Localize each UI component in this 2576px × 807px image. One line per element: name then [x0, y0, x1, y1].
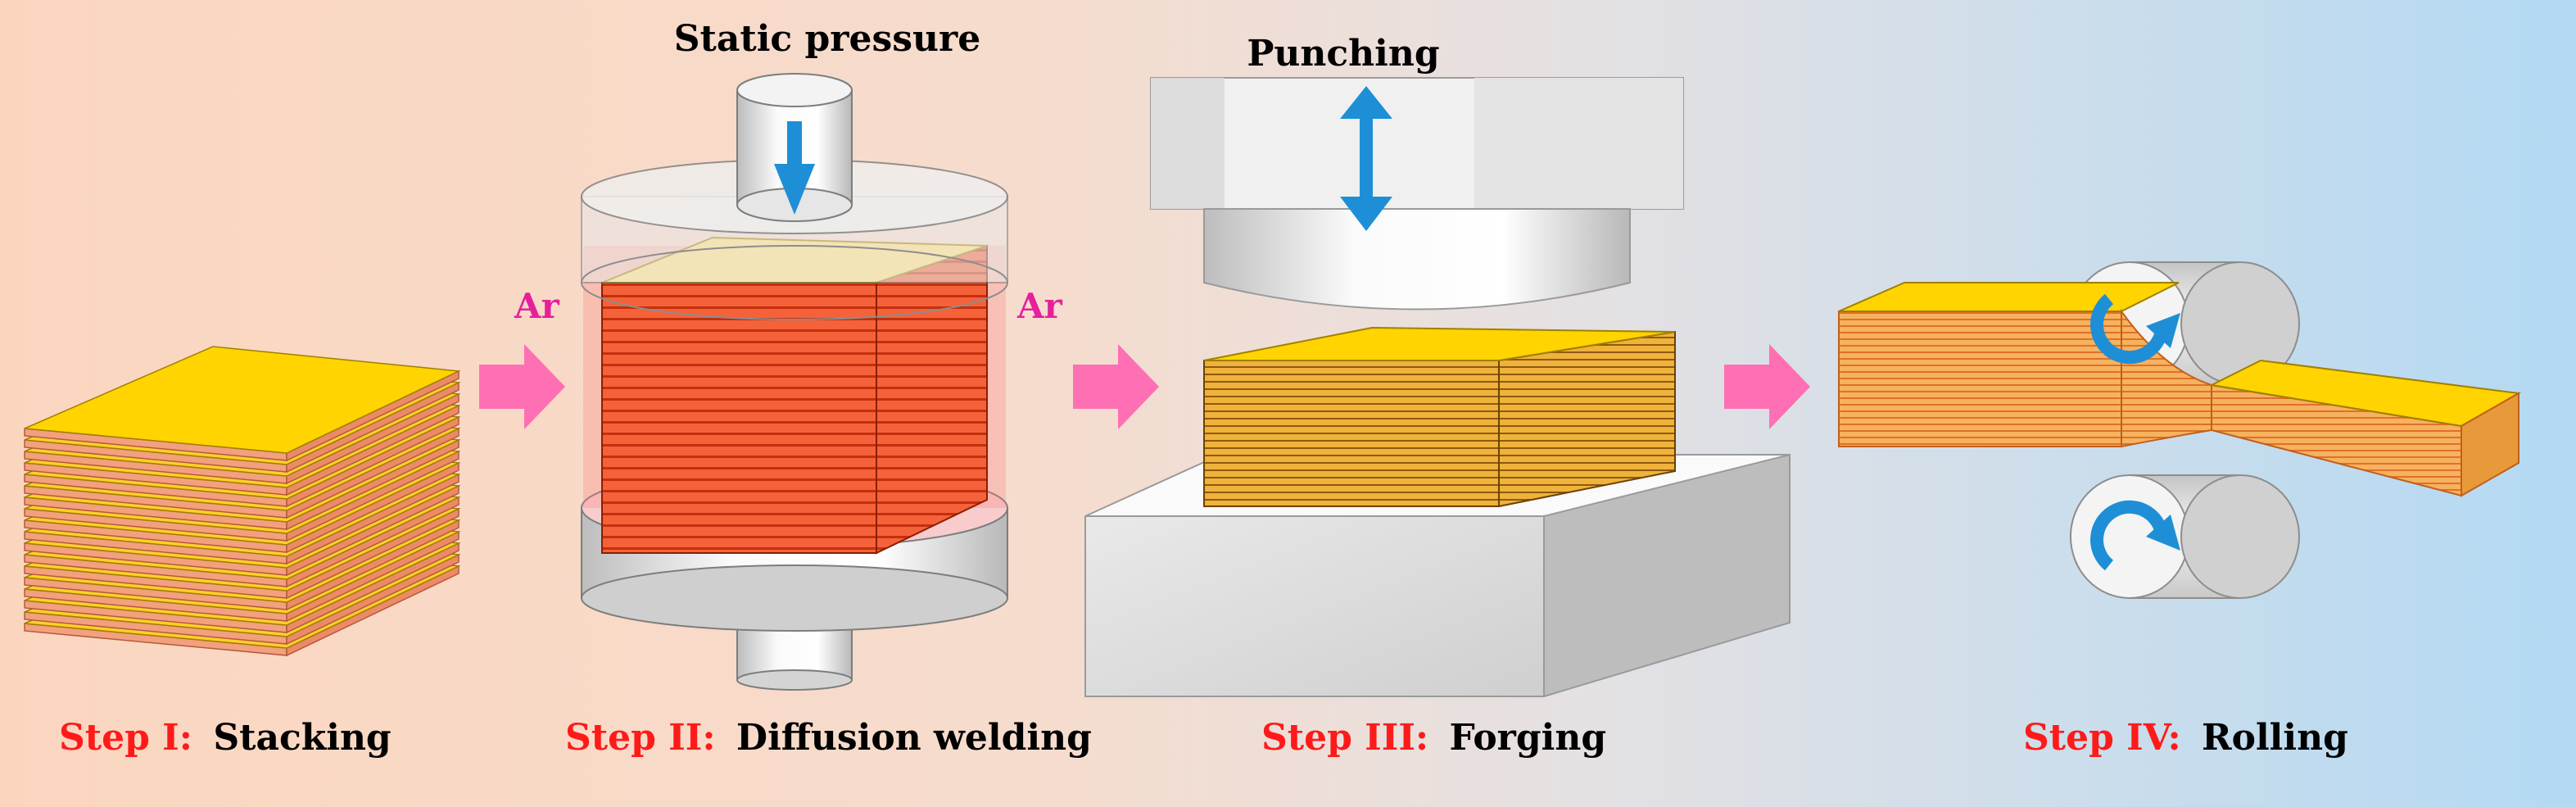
argon-label-left: Ar [514, 286, 560, 326]
rotate-arrow-icon [2090, 293, 2170, 365]
flow-arrow-icon [1073, 344, 1159, 429]
step-1-name: Stacking [213, 717, 391, 759]
forging-press [1084, 77, 1791, 698]
step-3-prefix: Step III: [1261, 717, 1428, 759]
rotate-arrow-icon [2090, 500, 2170, 571]
punching-label: Punching [1247, 33, 1439, 75]
step-2-caption: Step II: Diffusion welding [565, 717, 1092, 759]
rolling-mill [1838, 261, 2522, 599]
step-4-prefix: Step IV: [2023, 717, 2181, 759]
argon-label-right: Ar [1016, 286, 1063, 326]
diffusion-welding-press [581, 73, 1008, 691]
flow-arrow-icon [1724, 344, 1810, 429]
step-2-name: Diffusion welding [736, 717, 1092, 759]
step-3-name: Forging [1450, 717, 1607, 759]
step-3-caption: Step III: Forging [1261, 717, 1606, 759]
static-pressure-label: Static pressure [674, 18, 980, 60]
forged-block [1203, 360, 1500, 507]
welded-block [601, 282, 877, 554]
double-arrow-vertical-icon [1340, 86, 1392, 231]
stacked-plates [24, 346, 461, 657]
flow-arrow-icon [479, 344, 565, 429]
step-1-caption: Step I: Stacking [59, 717, 392, 759]
arrow-down-icon [774, 121, 815, 215]
step-4-name: Rolling [2202, 717, 2348, 759]
plate-top [24, 346, 461, 454]
step-4-caption: Step IV: Rolling [2023, 717, 2348, 759]
step-1-prefix: Step I: [59, 717, 192, 759]
step-2-prefix: Step II: [565, 717, 716, 759]
